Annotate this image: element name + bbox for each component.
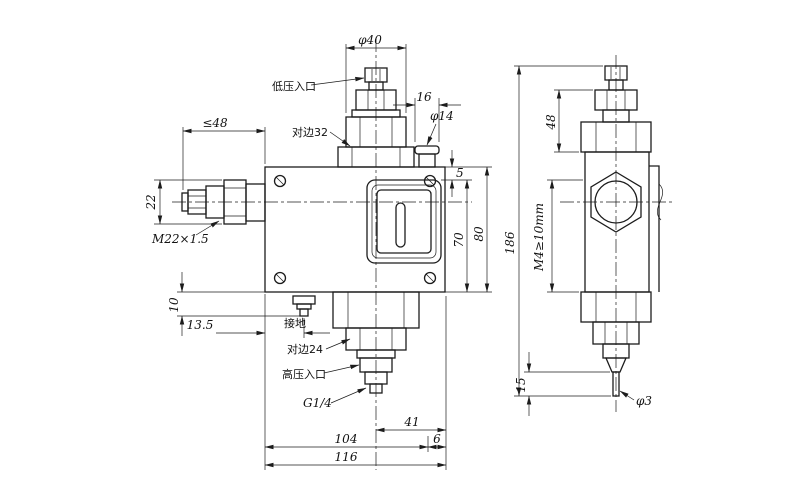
- label-high-pressure-inlet: 高压入口: [282, 367, 326, 381]
- labels: φ40 低压入口 16 φ14 对边32 ≤48 22 M22×1.5 5 70…: [144, 33, 652, 464]
- label-thread-g14: G1/4: [303, 396, 332, 410]
- dim-41: 41: [403, 415, 419, 429]
- dim-5: 5: [456, 166, 464, 180]
- ground-screw: [292, 295, 316, 317]
- mounting-bracket: [649, 165, 660, 292]
- dim-186: 186: [503, 231, 517, 254]
- dim-10: 10: [167, 297, 181, 313]
- dim-22: 22: [144, 194, 158, 210]
- low-pressure-fitting: [337, 67, 415, 168]
- dim-104: 104: [335, 432, 358, 446]
- side-dimensions: [514, 65, 635, 416]
- probe: [612, 371, 620, 397]
- hex-nut: [590, 171, 642, 233]
- side-view: [580, 65, 664, 397]
- dim-70: 70: [452, 232, 466, 248]
- dim-80: 80: [472, 226, 486, 242]
- dim-dia40: φ40: [358, 33, 382, 47]
- switch-body: [264, 166, 446, 293]
- corner-screw: [273, 174, 437, 285]
- label-low-pressure-inlet: 低压入口: [272, 80, 316, 93]
- dim-le-48: ≤48: [202, 116, 228, 130]
- label-m4-thread: M4≥10mm: [532, 203, 546, 272]
- m22-connector: [181, 179, 266, 225]
- label-flats-24: 对边24: [287, 342, 323, 356]
- label-flats-32: 对边32: [292, 125, 328, 139]
- dim-13-5: 13.5: [187, 318, 214, 332]
- dim-15: 15: [514, 377, 528, 392]
- dim-6: 6: [433, 432, 441, 446]
- dim-16: 16: [416, 90, 432, 104]
- dim-dia3: φ3: [636, 394, 652, 408]
- dim-116: 116: [335, 450, 358, 464]
- front-view: [181, 67, 446, 394]
- front-dimensions: [154, 44, 492, 470]
- dim-dia14: φ14: [430, 109, 454, 123]
- dim-48: 48: [544, 114, 558, 131]
- label-ground: 接地: [284, 317, 306, 330]
- dial-window: [366, 179, 442, 264]
- label-thread-m22: M22×1.5: [151, 232, 209, 246]
- vent-fitting: [414, 145, 440, 168]
